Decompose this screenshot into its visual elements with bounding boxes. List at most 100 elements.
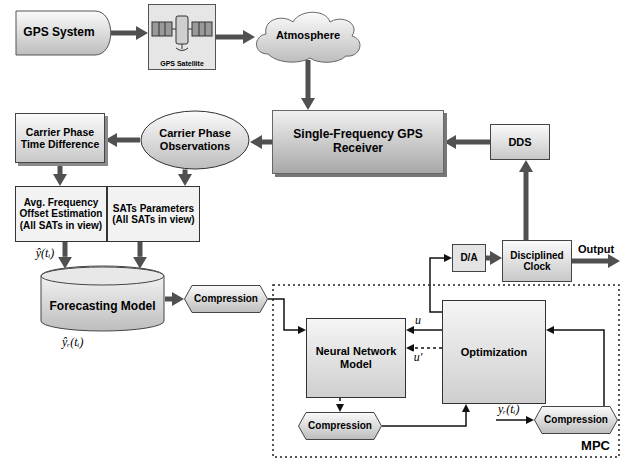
signal-label: ŷ(tᵢ) [35, 247, 56, 260]
panel-strut [172, 29, 176, 30]
node-text: D/A [460, 252, 477, 264]
text-group: DDS [508, 136, 531, 149]
antenna-dish [176, 48, 188, 51]
output-label: Output [578, 243, 614, 255]
cloud-outline [256, 12, 359, 62]
flow-arrow [339, 398, 341, 404]
node-text: Forecasting Model [49, 300, 155, 314]
text-group: Forecasting Model [49, 300, 155, 314]
flow-arrow [262, 140, 272, 145]
optimizer-box: Optimization [442, 300, 546, 404]
flow-arrow [216, 35, 243, 40]
flow-arrow [165, 297, 172, 302]
antenna-mast [182, 44, 183, 49]
clock-box: Disciplined Clock [502, 240, 572, 282]
receiver-box: Single-Frequency GPS Receiver [272, 110, 444, 174]
text-group: Carrier Phase Observations [156, 127, 234, 152]
region-outline [273, 285, 619, 457]
node-text: GPS System [23, 26, 94, 40]
model-cylinder: Forecasting Model [40, 266, 165, 332]
satellite-panel [148, 4, 216, 70]
node-text: MPC [581, 439, 610, 454]
text-group: GPS System [23, 26, 94, 40]
flow-arrow [524, 172, 529, 240]
reference-input-arrow [496, 419, 526, 421]
source-box: GPS System [15, 10, 115, 56]
solar-panel [152, 22, 172, 36]
node-text: Compression [194, 293, 258, 305]
signal-label: u [414, 314, 422, 327]
hexagon-outline [299, 413, 382, 440]
flow-arrow [382, 412, 466, 426]
ellipse-outline [141, 111, 249, 169]
hexagon-outline [535, 407, 618, 434]
node-text: Carrier Phase Observations [156, 127, 234, 152]
signal-label: yᵣ(tᵢ) [498, 403, 520, 416]
compression-hexagon: Compression [534, 406, 618, 434]
node-text: GPS Satellite [160, 60, 204, 68]
flow-arrow [486, 256, 490, 261]
node-text: Avg. Frequency Offset Estimation (All SA… [19, 197, 103, 232]
flow-arrow [63, 242, 68, 257]
process-box: Carrier Phase Time Difference [15, 113, 105, 163]
panel-grid [199, 22, 200, 36]
signal-label: u′ [413, 351, 424, 364]
satellite-body [176, 16, 188, 44]
process-box: Avg. Frequency Offset Estimation (All SA… [15, 186, 107, 242]
text-group: Neural Network Model [311, 345, 401, 370]
text-group: Compression [544, 414, 608, 426]
flow-arrow [138, 242, 143, 257]
text-group: MPC [581, 439, 610, 454]
source-outline [16, 11, 111, 55]
text-group: SATs Parameters (All SATs in view) [111, 203, 196, 226]
compression-hexagon: Compression [298, 412, 382, 440]
node-text: Neural Network Model [311, 345, 401, 370]
model-cylinder-outline [40, 266, 165, 332]
signal-label: ŷᵣ(tᵢ) [62, 336, 84, 349]
node-text: Carrier Phase Time Difference [20, 126, 100, 150]
node-text: Compression [544, 414, 608, 426]
node-text: Single-Frequency GPS Receiver [283, 128, 433, 156]
panel-grid [205, 22, 206, 36]
text-group: Compression [194, 293, 258, 305]
text-group: Compression [308, 420, 372, 432]
data-ellipse: Carrier Phase Observations [140, 110, 250, 170]
flow-arrow [111, 31, 136, 36]
output-arrow [572, 259, 608, 264]
flow-arrow [554, 330, 604, 406]
node-text: Atmosphere [276, 29, 340, 42]
process-box: SATs Parameters (All SATs in view) [107, 186, 200, 242]
text-group: Carrier Phase Time Difference [20, 126, 100, 150]
flow-arrow [183, 170, 188, 175]
flow-arrow [414, 347, 442, 349]
panel-grid [165, 22, 166, 36]
compression-hexagon: Compression [184, 285, 268, 313]
text-group: D/A [460, 252, 477, 264]
flow-arrow [306, 60, 311, 98]
text-group: Optimization [461, 346, 528, 359]
node-text: SATs Parameters (All SATs in view) [111, 203, 196, 226]
flow-arrow [414, 329, 442, 331]
node-text: Disciplined Clock [506, 250, 568, 273]
cylinder-top [41, 267, 164, 285]
text-group: Avg. Frequency Offset Estimation (All SA… [19, 197, 103, 232]
model-box: Neural Network Model [306, 318, 406, 398]
node-text: Compression [308, 420, 372, 432]
panel-strut [188, 29, 192, 30]
text-group: Single-Frequency GPS Receiver [283, 128, 433, 156]
flow-arrow [58, 163, 63, 174]
atmosphere-cloud: Atmosphere [248, 4, 368, 66]
text-group: GPS Satellite [160, 60, 204, 68]
satellite-icon [152, 16, 212, 51]
flow-arrow [117, 138, 140, 143]
mpc-region: MPC Neural Network Model OptimizationCompr… [272, 284, 620, 458]
text-group: Atmosphere [276, 29, 340, 42]
solar-panel [192, 22, 212, 36]
hexagon-outline [185, 286, 268, 313]
satellite-box: GPS Satellite [148, 4, 216, 70]
converter-box: D/A [452, 244, 486, 272]
node-text: DDS [508, 136, 531, 149]
text-group: Disciplined Clock [506, 250, 568, 273]
